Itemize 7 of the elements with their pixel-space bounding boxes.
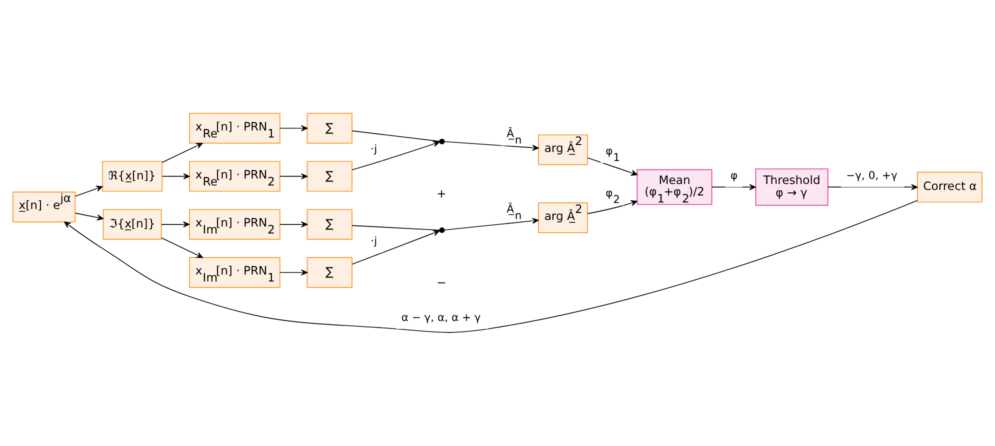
edge-label: α − γ, α, α + γ bbox=[401, 310, 481, 324]
edge-label: φ bbox=[730, 169, 738, 182]
edge-label: ·j bbox=[370, 142, 378, 156]
edge-label: −γ, 0, +γ bbox=[846, 169, 898, 182]
edge-label: ·j bbox=[370, 234, 378, 248]
label: + bbox=[436, 186, 446, 201]
label: − bbox=[436, 275, 446, 290]
